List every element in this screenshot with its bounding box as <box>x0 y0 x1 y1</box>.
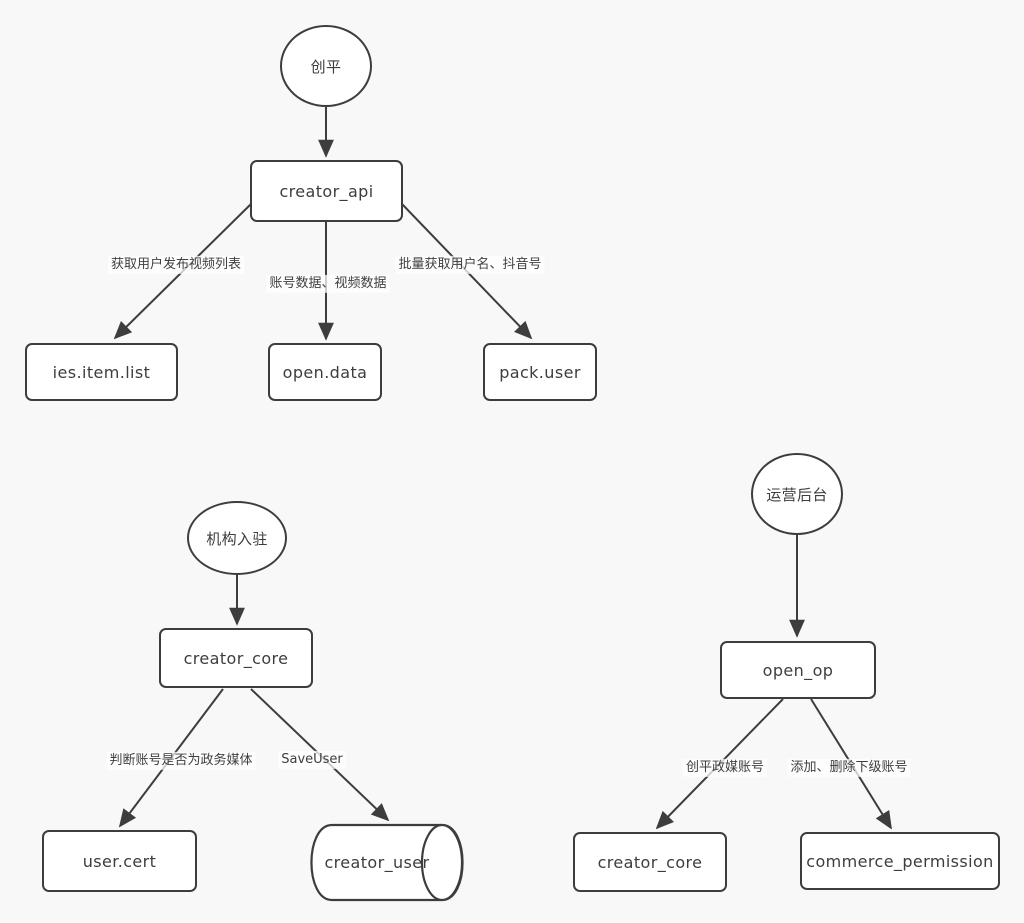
node-creator-user: creator_user <box>312 825 442 900</box>
node-creator-core-2-label: creator_core <box>597 852 703 872</box>
node-creator-core: creator_core <box>159 628 313 688</box>
cylinder-shape <box>310 823 464 902</box>
node-user-cert: user.cert <box>42 830 197 892</box>
node-creator-api-label: creator_api <box>279 181 374 201</box>
edge-label-get-user-videos: 获取用户发布视频列表 <box>107 255 245 275</box>
node-jigou-ruzhu-label: 机构入驻 <box>206 529 268 548</box>
node-commerce-permission: commerce_permission <box>800 832 1000 890</box>
node-chuangping: 创平 <box>280 25 372 107</box>
node-pack-user: pack.user <box>483 343 597 401</box>
node-yunying-houtai-label: 运营后台 <box>766 485 828 504</box>
edge-label-chuangping-gov-account: 创平政媒账号 <box>682 758 768 778</box>
node-pack-user-label: pack.user <box>499 362 581 382</box>
node-user-cert-label: user.cert <box>82 851 157 871</box>
node-yunying-houtai: 运营后台 <box>751 453 843 535</box>
edge-label-account-video-data: 账号数据、视频数据 <box>266 274 390 294</box>
node-jigou-ruzhu: 机构入驻 <box>187 501 287 575</box>
node-creator-core-label: creator_core <box>183 648 289 668</box>
node-ies-item-list-label: ies.item.list <box>52 362 151 382</box>
edge-label-judge-gov-media: 判断账号是否为政务媒体 <box>106 751 256 771</box>
edge-label-batch-get-usernames: 批量获取用户名、抖音号 <box>395 255 545 275</box>
edge-label-add-remove-sub-accounts: 添加、删除下级账号 <box>787 758 911 778</box>
node-open-data-label: open.data <box>282 362 368 382</box>
node-commerce-permission-label: commerce_permission <box>806 851 994 871</box>
node-creator-api: creator_api <box>250 160 403 222</box>
node-open-op-label: open_op <box>762 660 834 680</box>
edge-label-save-user: SaveUser <box>278 750 346 770</box>
node-ies-item-list: ies.item.list <box>25 343 178 401</box>
node-creator-core-2: creator_core <box>573 832 727 892</box>
node-creator-user-label: creator_user <box>324 853 430 872</box>
node-open-op: open_op <box>720 641 876 699</box>
node-chuangping-label: 创平 <box>310 57 342 76</box>
node-open-data: open.data <box>268 343 382 401</box>
